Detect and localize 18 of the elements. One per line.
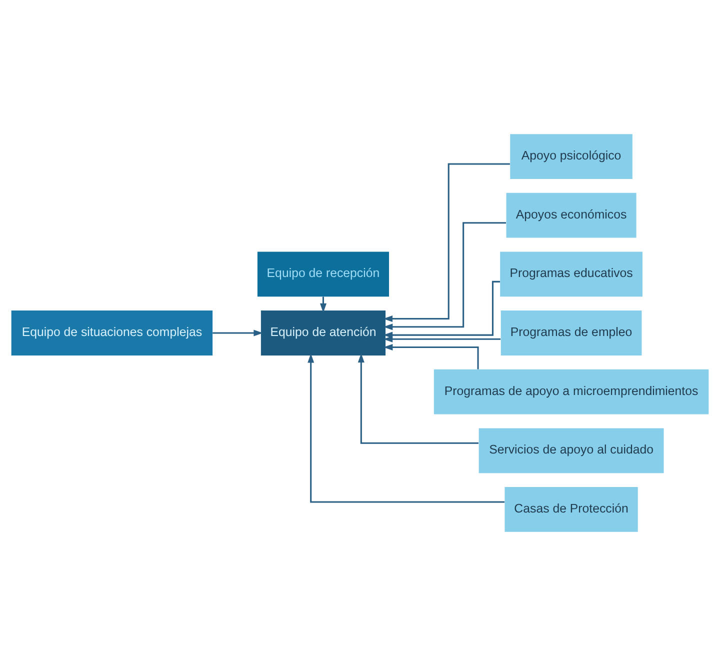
arrow xyxy=(358,353,479,444)
arrow xyxy=(212,330,263,336)
node-box: Casas de Protección xyxy=(504,487,638,532)
arrow xyxy=(383,222,506,330)
arrow xyxy=(308,353,505,503)
node-box: Apoyos económicos xyxy=(506,192,636,238)
node-box: Equipo de atención xyxy=(260,310,386,356)
node-box: Apoyo psicológico xyxy=(510,134,632,179)
node-box: Programas de empleo xyxy=(500,310,642,356)
arrow xyxy=(383,280,500,338)
arrow xyxy=(383,344,479,370)
arrow xyxy=(383,163,510,322)
node-box: Programas educativos xyxy=(500,252,642,297)
node-box: Equipo de situaciones complejas xyxy=(11,310,213,356)
node-box: Servicios de apoyo al cuidado xyxy=(478,428,664,474)
node-box: Programas de apoyo a microemprendimientos xyxy=(434,369,709,414)
node-box: Equipo de recepción xyxy=(257,252,390,297)
arrow xyxy=(383,336,501,342)
